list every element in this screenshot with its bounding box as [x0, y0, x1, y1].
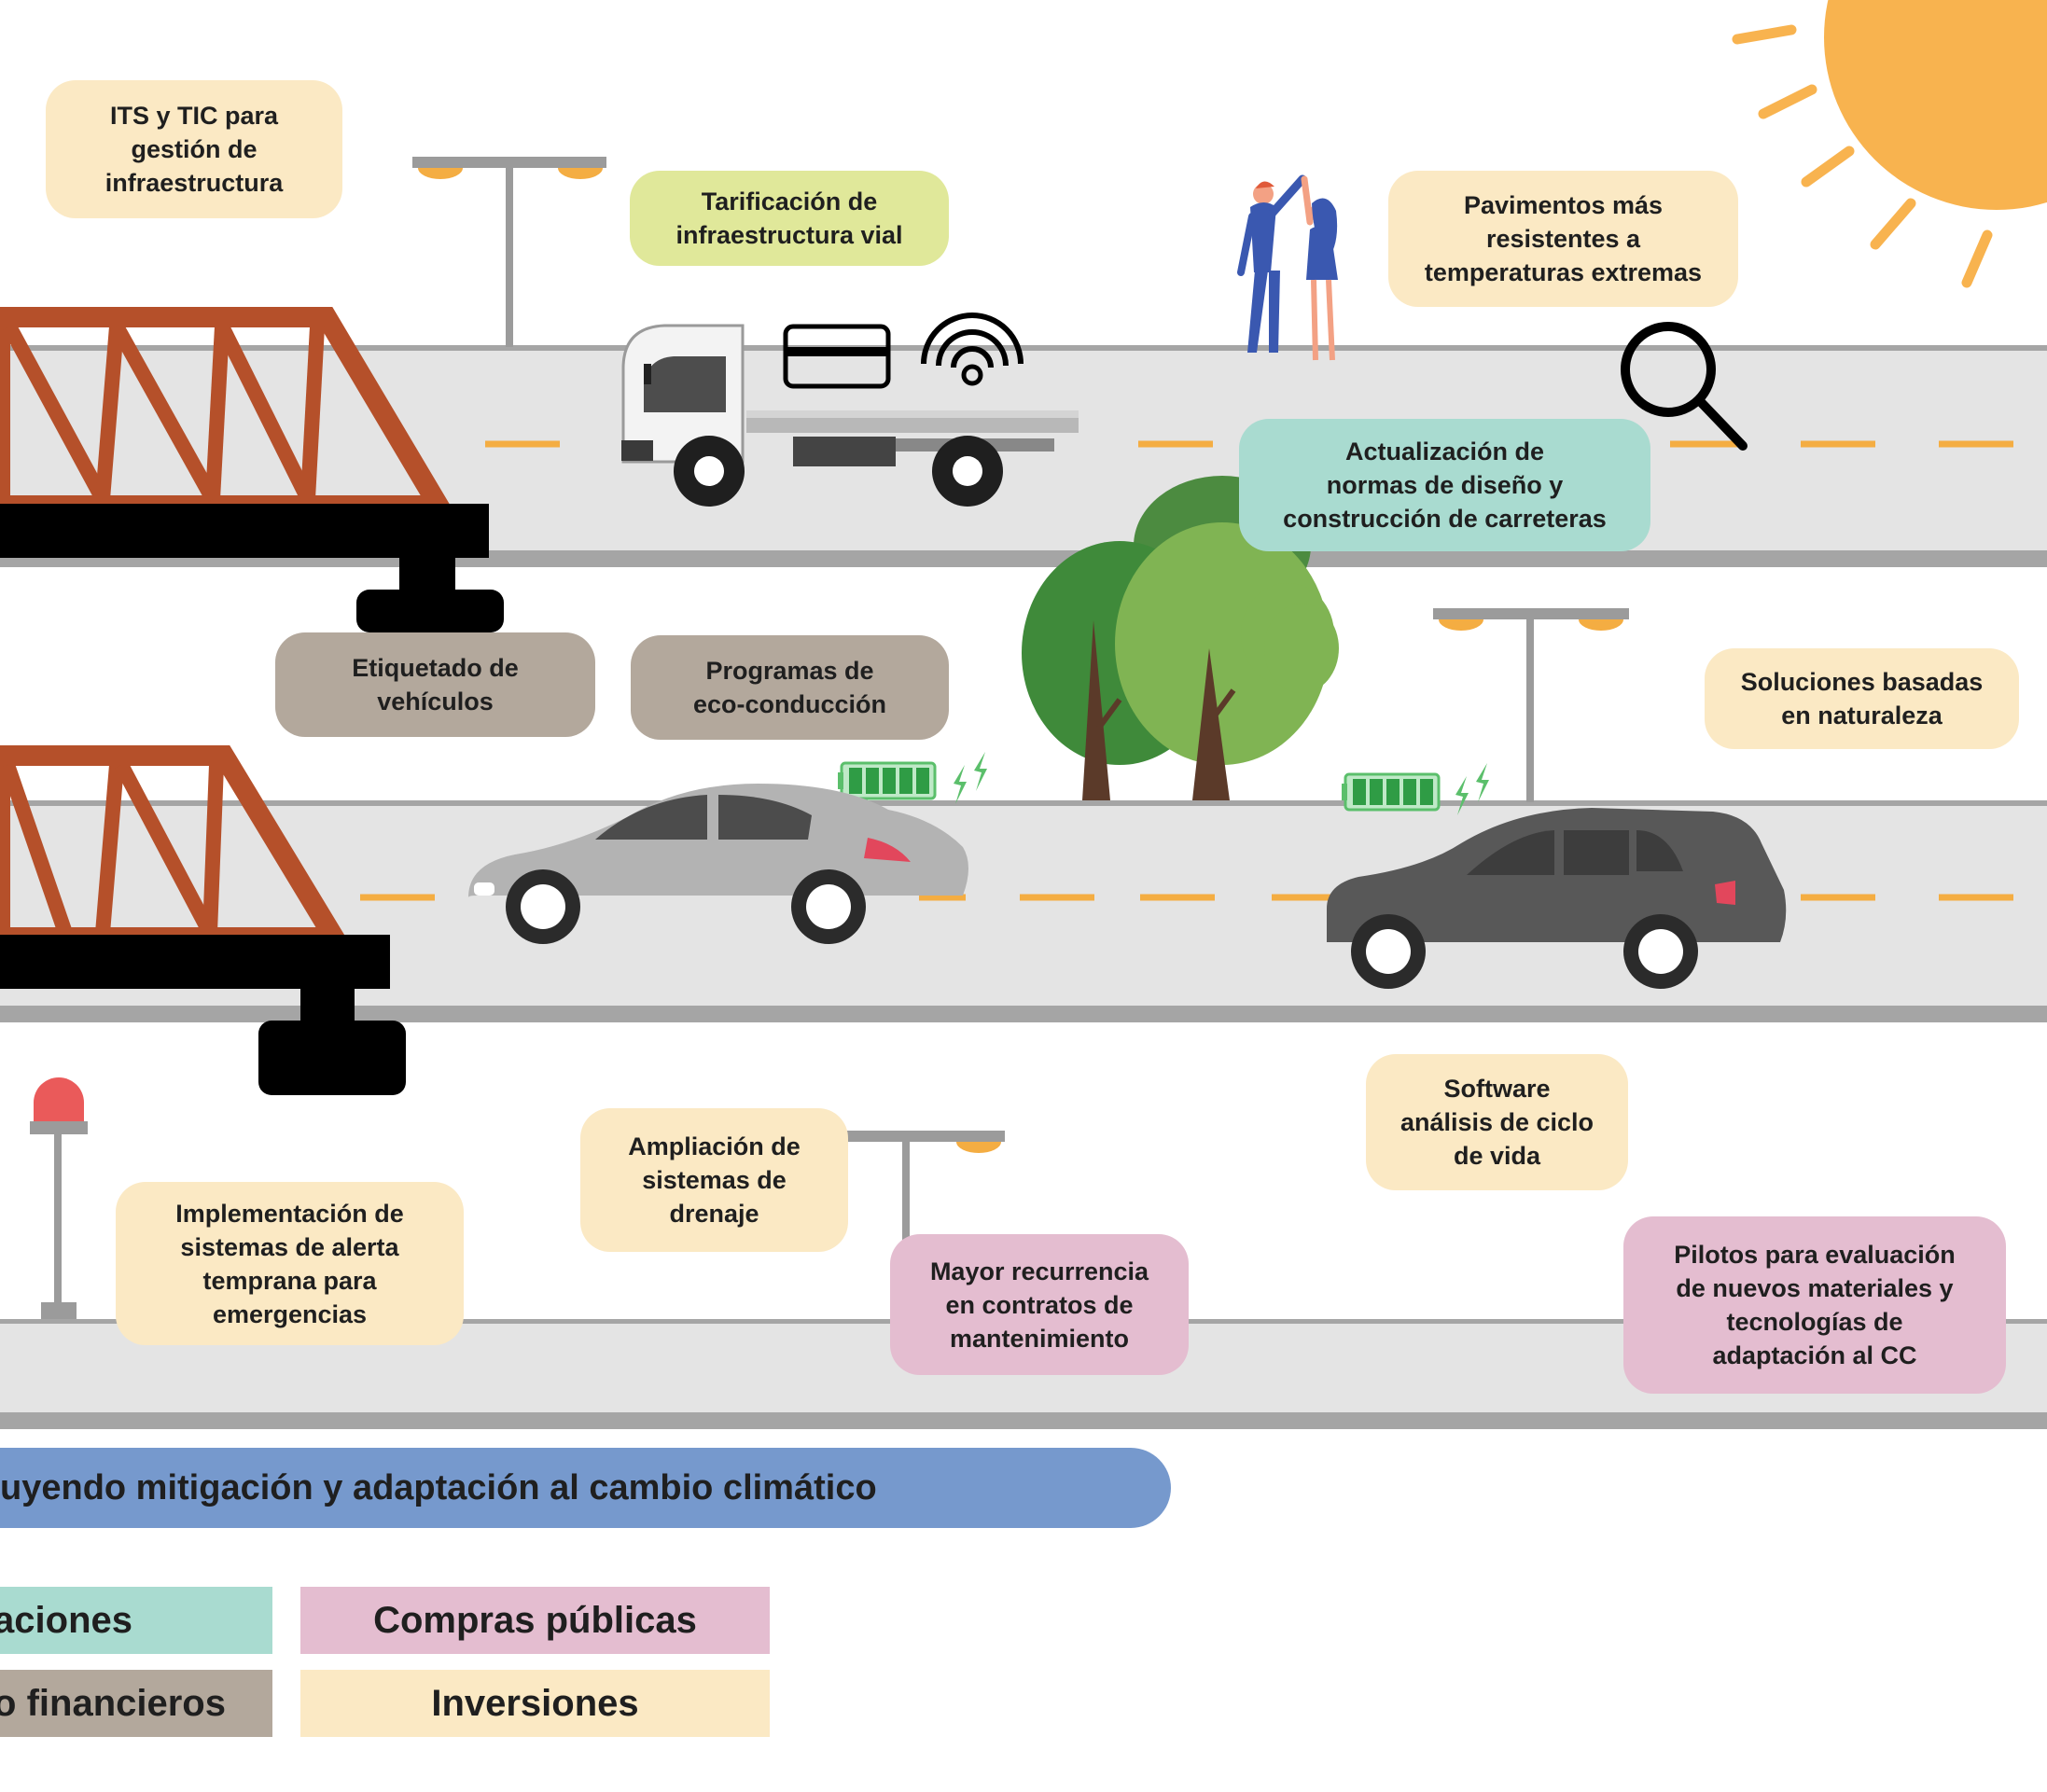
box-its-tic: ITS y TIC para gestión de infraestructur…: [46, 80, 342, 218]
street-lamp-2: [1433, 608, 1629, 802]
electric-suv-icon: [1327, 808, 1787, 989]
box-etiquetado: Etiquetado de vehículos: [275, 632, 595, 737]
legend-no-financieros-label: s no financieros: [0, 1682, 226, 1724]
box-eco-conduccion: Programas de eco-conducción: [631, 635, 949, 740]
legend-compras-publicas: Compras públicas: [300, 1587, 770, 1654]
banner-text: uyendo mitigación y adaptación al cambio…: [0, 1467, 877, 1507]
people-high-five-icon: [1237, 174, 1338, 361]
bridge-upper: [0, 307, 504, 632]
box-contratos-mantenimiento: Mayor recurrencia en contratos de manten…: [890, 1234, 1189, 1375]
sun-icon: [1732, 0, 2047, 288]
box-actualizacion-normas: Actualización de normas de diseño y cons…: [1239, 419, 1650, 551]
alarm-beacon-icon: [30, 1077, 88, 1319]
box-pavimentos: Pavimentos más resistentes a temperatura…: [1388, 171, 1738, 307]
box-tarificacion: Tarificación de infraestructura vial: [630, 171, 949, 266]
street-lamp-1: [412, 157, 606, 347]
box-software-ciclo-vida: Software análisis de ciclo de vida: [1366, 1054, 1628, 1190]
battery-charging-icon: [838, 752, 987, 804]
box-soluciones-naturaleza: Soluciones basadas en naturaleza: [1705, 648, 2019, 749]
box-alerta-temprana: Implementación de sistemas de alerta tem…: [116, 1182, 464, 1345]
toll-card-icon: [783, 324, 891, 389]
legend-regulaciones: ulaciones: [0, 1587, 272, 1654]
bridge-lower: [0, 745, 406, 1095]
street-lamp-3: [844, 1131, 1005, 1321]
legend-regulaciones-label: ulaciones: [0, 1599, 132, 1641]
box-ampliacion-drenaje: Ampliación de sistemas de drenaje: [580, 1108, 848, 1252]
legend-no-financieros: s no financieros: [0, 1670, 272, 1737]
wifi-signal-icon: [921, 313, 1024, 386]
legend-compras-label: Compras públicas: [373, 1599, 697, 1641]
magnifying-glass-icon: [1621, 322, 1748, 451]
legend-inversiones: Inversiones: [300, 1670, 770, 1737]
legend-inversiones-label: Inversiones: [431, 1682, 639, 1724]
banner-mitigacion-adaptacion: uyendo mitigación y adaptación al cambio…: [0, 1448, 1171, 1528]
trees-icon: [1022, 476, 1339, 800]
box-pilotos-materiales: Pilotos para evaluación de nuevos materi…: [1623, 1216, 2006, 1394]
electric-sedan-icon: [468, 784, 968, 944]
battery-charging-icon: [1342, 763, 1489, 815]
truck-icon: [621, 324, 1079, 507]
